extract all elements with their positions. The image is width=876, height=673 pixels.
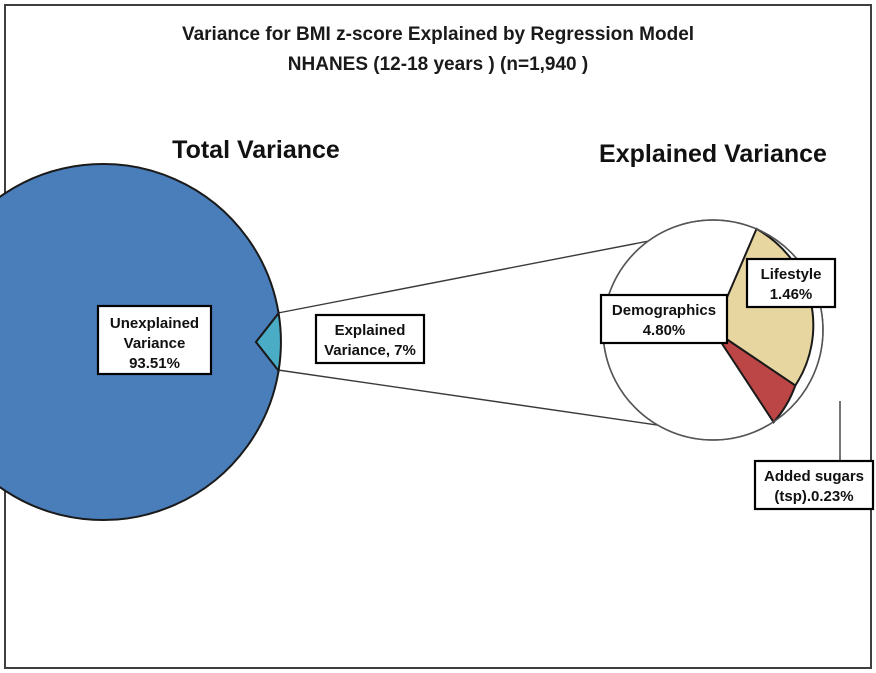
callout-demographics-line-1: Demographics [612, 302, 716, 319]
left-panel-heading: Total Variance [172, 136, 340, 164]
callout-unexplained-variance[interactable]: Unexplained Variance 93.51% [96, 304, 213, 376]
chart-title-line-1: Variance for BMI z-score Explained by Re… [182, 24, 694, 45]
callout-explained-variance[interactable]: Explained Variance, 7% [314, 313, 426, 365]
callout-demographics-line-2: 4.80% [643, 322, 686, 339]
callout-added-sugars[interactable]: Added sugars (tsp).0.23% [753, 459, 875, 511]
callout-lifestyle-box [745, 257, 837, 309]
chart-title-line-2: NHANES (12-18 years ) (n=1,940 ) [288, 54, 588, 75]
callout-unexplained-line-3: 93.51% [129, 355, 180, 372]
callout-lifestyle[interactable]: Lifestyle 1.46% [745, 257, 837, 309]
callout-unexplained-line-1: Unexplained [110, 315, 199, 332]
callout-lifestyle-line-1: Lifestyle [761, 266, 822, 283]
connector-line-lower [277, 369, 727, 436]
callout-explained-box [314, 313, 426, 365]
right-panel-heading: Explained Variance [599, 140, 827, 168]
callout-explained-line-2: Variance, 7% [324, 342, 416, 359]
callout-unexplained-box [96, 304, 213, 376]
callout-added-sugars-box [753, 459, 875, 511]
callout-lifestyle-line-2: 1.46% [770, 286, 813, 303]
callout-added-sugars-line-2: (tsp).0.23% [774, 488, 853, 505]
callout-demographics[interactable]: Demographics 4.80% [599, 293, 729, 345]
callout-explained-line-1: Explained [335, 322, 406, 339]
callout-demographics-box [599, 293, 729, 345]
callout-unexplained-line-2: Variance [124, 335, 186, 352]
callout-added-sugars-line-1: Added sugars [764, 468, 864, 485]
slice-explained-variance[interactable] [254, 310, 282, 374]
